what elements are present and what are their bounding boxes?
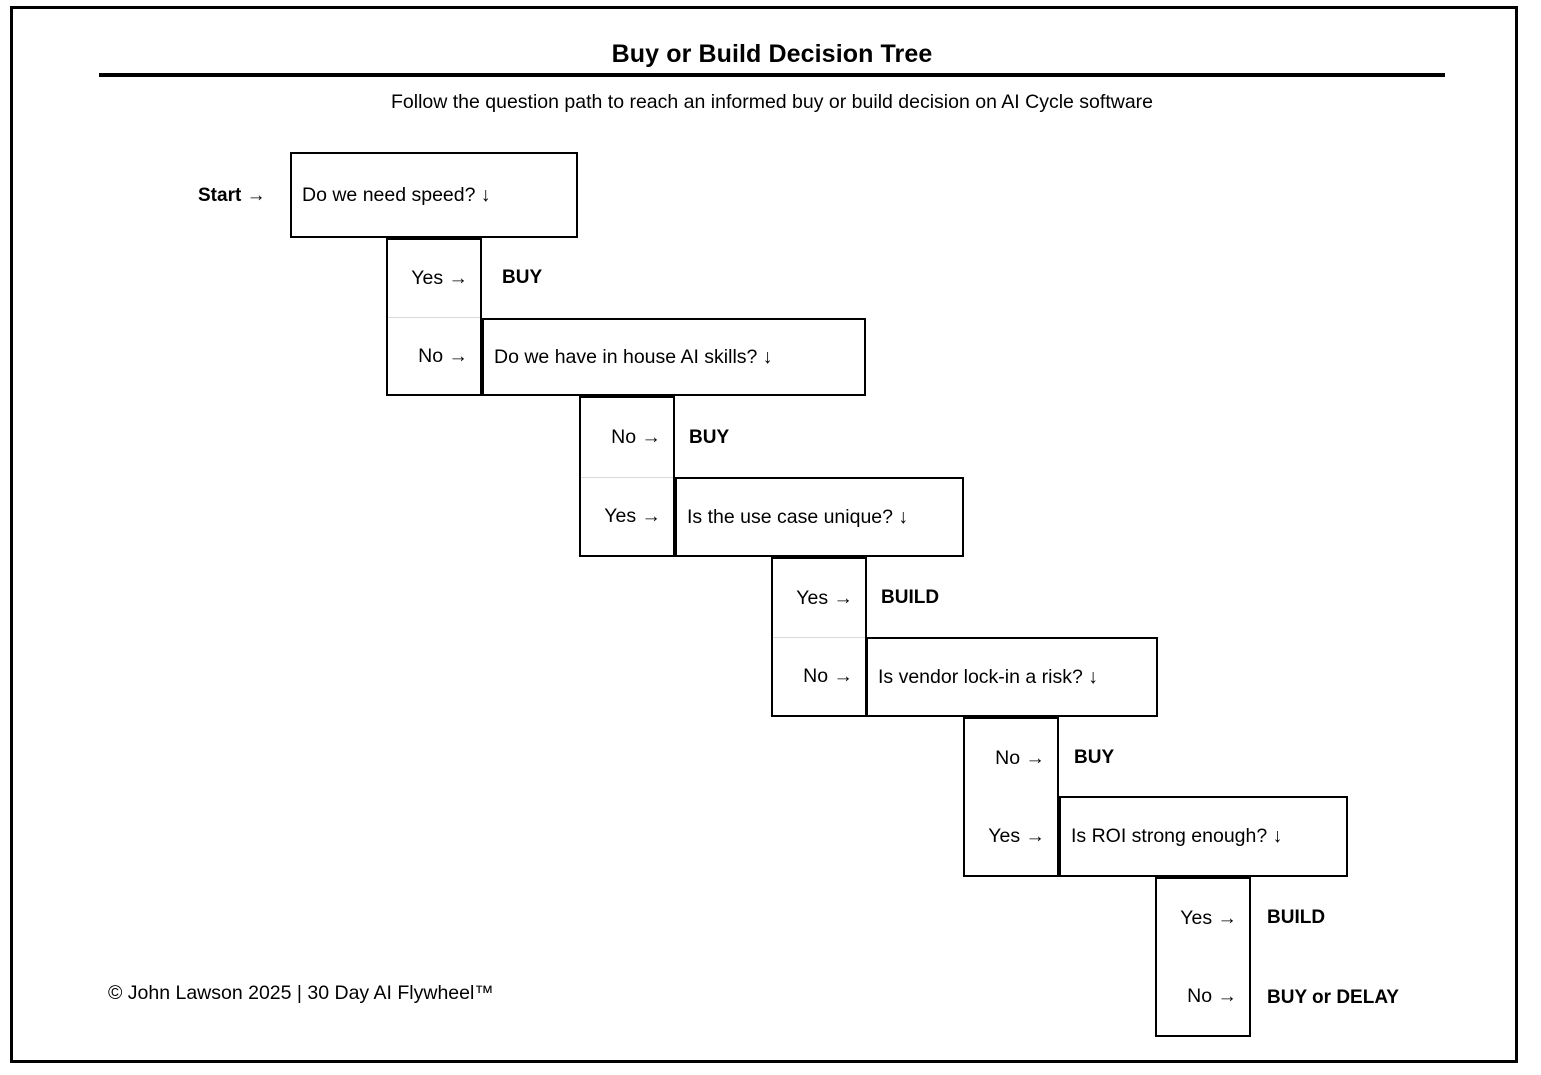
branch-label-cell-level-4-no[interactable]: No → [965,719,1057,797]
branch-labels-level-1: Yes → No → [386,238,482,396]
branch-label-level-1-no: No → [418,344,468,367]
page-subtitle: Follow the question path to reach an inf… [390,91,1153,113]
branch-label-cell-level-1-yes[interactable]: Yes → [388,240,480,317]
branch-label-cell-level-3-no[interactable]: No → [773,637,865,715]
question-text-level-1: Do we need speed? ↓ [302,183,491,206]
question-text-level-3: Is the use case unique? ↓ [687,505,909,528]
branch-label-level-5-no: No → [1187,984,1237,1007]
outcome-level-5-yes: BUILD [1267,907,1326,928]
copyright-footer: © John Lawson 2025 | 30 Day AI Flywheel™ [108,982,494,1004]
question-box-level-4: Is vendor lock-in a risk? ↓ [866,637,1158,717]
branch-labels-level-3: Yes → No → [771,557,867,717]
branch-label-level-5-yes: Yes → [1180,906,1237,929]
branch-label-cell-level-4-yes[interactable]: Yes → [965,797,1057,875]
question-box-level-2: Do we have in house AI skills? ↓ [482,318,866,396]
branch-label-level-3-yes: Yes → [796,586,853,609]
question-text-level-5: Is ROI strong enough? ↓ [1071,825,1283,847]
branch-label-level-2-no: No → [611,425,661,448]
outcome-level-2-no: BUY [689,427,730,448]
outcome-level-5-no: BUY or DELAY [1267,987,1399,1008]
branch-label-level-2-yes: Yes → [604,504,661,527]
branch-label-cell-level-2-yes[interactable]: Yes → [581,476,673,556]
start-label: Start → [198,185,266,206]
page-title: Buy or Build Decision Tree [611,40,933,68]
branch-label-level-1-yes: Yes → [411,267,468,289]
branch-label-level-3-no: No → [803,665,853,687]
outcome-level-3-yes: BUILD [881,587,940,608]
title-divider-rule [99,73,1445,77]
outcome-level-1-yes: BUY [502,267,543,288]
branch-label-cell-level-3-yes[interactable]: Yes → [773,559,865,637]
question-text-level-2: Do we have in house AI skills? ↓ [494,345,773,368]
outcome-level-4-no: BUY [1074,747,1115,768]
branch-label-cell-level-5-yes[interactable]: Yes → [1157,879,1249,957]
branch-labels-level-2: No → Yes → [579,396,675,557]
question-text-level-4: Is vendor lock-in a risk? ↓ [878,665,1098,688]
branch-label-cell-level-5-no[interactable]: No → [1157,957,1249,1035]
question-box-level-1: Do we need speed? ↓ [290,152,578,238]
branch-label-cell-level-1-no[interactable]: No → [388,317,480,394]
branch-labels-level-5: Yes → No → [1155,877,1251,1037]
question-box-level-5: Is ROI strong enough? ↓ [1059,796,1348,877]
branch-label-level-4-no: No → [995,746,1045,769]
branch-labels-level-4: No → Yes → [963,717,1059,877]
question-box-level-3: Is the use case unique? ↓ [675,477,964,557]
branch-label-cell-level-2-no[interactable]: No → [581,398,673,477]
branch-label-level-4-yes: Yes → [988,824,1045,847]
